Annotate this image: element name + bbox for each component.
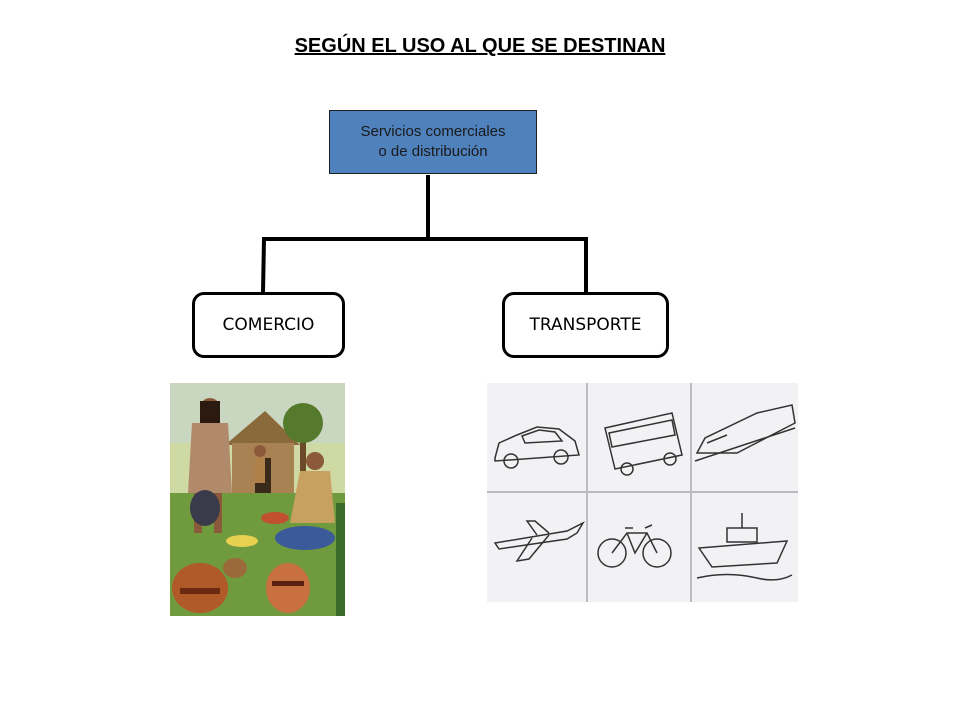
root-node-servicios: Servicios comerciales o de distribución [329,110,537,174]
transport-vehicles-sketch-grid [487,383,798,602]
node-comercio: COMERCIO [192,292,345,358]
ship-icon [696,513,793,581]
bicycle-icon [597,524,672,568]
car-icon [494,426,580,469]
bus-icon [604,412,683,476]
node-transporte: TRANSPORTE [502,292,669,358]
market-scene-illustration [170,383,345,616]
diagram-title: SEGÚN EL USO AL QUE SE DESTINAN [294,35,666,57]
root-node-line1: Servicios comerciales [360,123,506,140]
airplane-icon [493,520,585,563]
train-icon [694,404,796,462]
root-node-line2: o de distribución [378,143,488,160]
